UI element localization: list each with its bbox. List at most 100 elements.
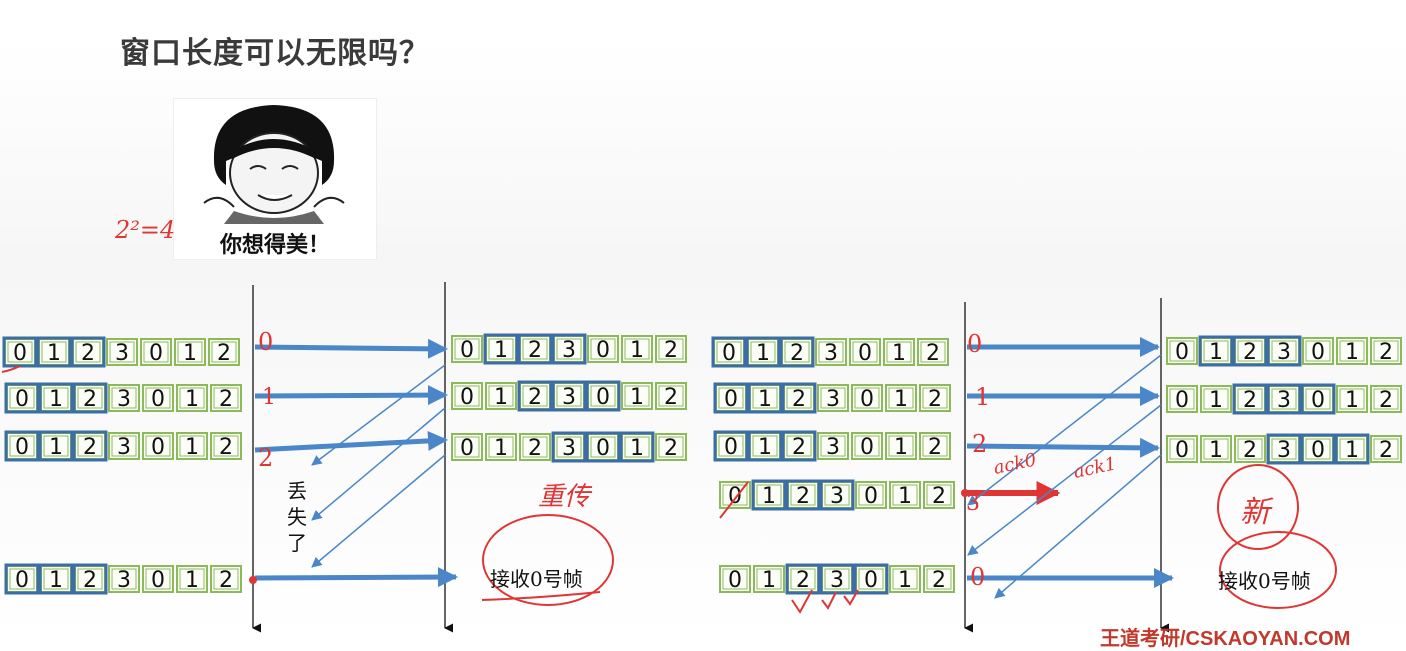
seq-cell-inner	[179, 568, 205, 590]
seq-cell-inner	[43, 568, 69, 590]
seq-cell-inner	[1305, 340, 1331, 362]
annotation-retransmit-note: 重传	[538, 482, 593, 512]
annotation-circle-right-large	[1219, 531, 1337, 609]
seq-number: 0	[15, 568, 29, 593]
lost-frame-label: 丢失了	[287, 479, 307, 555]
seq-cell-inner	[1203, 340, 1229, 362]
seq-cell-inner	[145, 435, 171, 457]
seq-cell	[451, 382, 483, 410]
seq-cell-inner	[1169, 340, 1195, 362]
window-slot	[4, 563, 40, 595]
seq-number: 1	[1345, 388, 1359, 413]
seq-number: 1	[894, 387, 908, 412]
seq-number: 0	[858, 341, 872, 366]
window-slot	[711, 336, 747, 368]
seq-number: 1	[1345, 340, 1359, 365]
seq-cell-inner	[213, 387, 239, 409]
seq-cell	[923, 481, 955, 509]
seq-cell	[655, 433, 687, 461]
ack-left-3	[311, 454, 446, 568]
seq-cell-inner	[1271, 388, 1297, 410]
seq-number: 1	[494, 338, 508, 363]
annotation-right-seq-3: 3	[966, 491, 980, 516]
seq-cell-inner	[556, 385, 582, 407]
seq-cell-inner	[824, 568, 850, 590]
seq-number: 2	[1243, 388, 1257, 413]
seq-cell	[108, 432, 140, 460]
seq-cell	[1166, 435, 1198, 463]
seq-cell	[210, 565, 242, 593]
ack-left-2	[311, 407, 446, 521]
annotation-dot-right	[961, 489, 969, 497]
seq-number: 2	[796, 484, 810, 509]
seq-number: 2	[83, 387, 97, 412]
seq-number: 2	[932, 484, 946, 509]
seq-number: 2	[928, 435, 942, 460]
seq-cell	[851, 432, 883, 460]
seq-number: 2	[1379, 388, 1393, 413]
window-slot	[1266, 335, 1302, 367]
seq-cell-inner	[722, 484, 748, 506]
window-slot	[551, 333, 587, 365]
seq-cell	[451, 335, 483, 363]
window-slot	[619, 431, 655, 463]
receive-frame0-label-right: 接收0号帧	[1218, 569, 1311, 593]
seq-cell-inner	[1339, 438, 1365, 460]
seq-number: 2	[1243, 340, 1257, 365]
seq-number: 1	[894, 435, 908, 460]
seq-number: 0	[860, 387, 874, 412]
seq-cell-inner	[784, 341, 810, 363]
arrow-left-frame1	[254, 385, 448, 406]
seq-cell	[1336, 337, 1368, 365]
seq-cell-inner	[1237, 438, 1263, 460]
seq-cell-inner	[556, 338, 582, 360]
window-slot	[483, 333, 519, 365]
window-slot	[551, 380, 587, 412]
seq-number: 1	[762, 484, 776, 509]
seq-number: 3	[117, 435, 131, 460]
annotation-formula: 2²=4	[114, 216, 175, 244]
seq-cell	[1302, 337, 1334, 365]
window-slot	[779, 336, 815, 368]
seq-number: 2	[792, 435, 806, 460]
seq-cell	[519, 433, 551, 461]
annotation-left-seq-1: 1	[262, 385, 276, 410]
seq-number: 0	[460, 385, 474, 410]
seq-cell-inner	[852, 341, 878, 363]
seq-number: 0	[596, 338, 610, 363]
seq-number: 0	[149, 341, 163, 366]
window-slot	[70, 336, 106, 368]
window-slot	[38, 382, 74, 414]
seq-cell	[451, 433, 483, 461]
window-slot	[819, 479, 855, 511]
seq-cell-inner	[854, 387, 880, 409]
annotation-circle-left	[482, 514, 614, 606]
seq-number: 1	[49, 387, 63, 412]
seq-cell-inner	[886, 341, 912, 363]
seq-cell-inner	[716, 341, 742, 363]
seq-cell	[208, 338, 240, 366]
seq-cell	[1200, 435, 1232, 463]
seq-cell-inner	[752, 435, 778, 457]
annotation-new-note: 新	[1240, 495, 1274, 530]
window-slot	[1232, 383, 1268, 415]
seq-number: 2	[217, 341, 231, 366]
window-slot	[36, 336, 72, 368]
seq-cell-inner	[41, 341, 67, 363]
seq-number: 3	[562, 338, 576, 363]
seq-cell-inner	[179, 387, 205, 409]
seq-cell-inner	[658, 436, 684, 458]
arrow-right-frame2	[966, 437, 1160, 458]
seq-number: 0	[1175, 388, 1189, 413]
annotation-left-seq-2: 2	[258, 444, 273, 472]
seq-cell-inner	[556, 436, 582, 458]
seq-number: 2	[792, 387, 806, 412]
seq-cell-inner	[9, 387, 35, 409]
receive-frame0-label-left: 接收0号帧	[490, 567, 583, 591]
seq-cell-inner	[590, 338, 616, 360]
seq-cell	[142, 384, 174, 412]
